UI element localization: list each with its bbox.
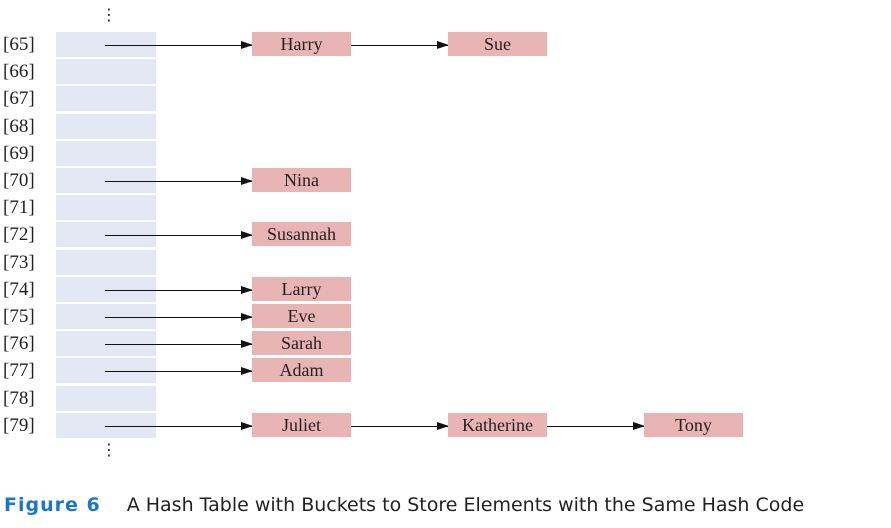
ellipsis-bottom: ⋮ bbox=[101, 440, 117, 459]
bucket-index: [78] bbox=[3, 388, 35, 409]
bucket-index: [69] bbox=[3, 143, 35, 164]
link-arrow bbox=[351, 422, 449, 430]
bucket-cell bbox=[56, 86, 156, 111]
bucket-cell bbox=[56, 222, 156, 247]
bucket-index: [72] bbox=[3, 224, 35, 245]
bucket-index: [76] bbox=[3, 333, 35, 354]
link-arrow bbox=[351, 41, 449, 49]
bucket-cell bbox=[56, 195, 156, 220]
caption-text: A Hash Table with Buckets to Store Eleme… bbox=[126, 494, 805, 516]
link-arrow bbox=[105, 231, 253, 239]
bucket-cell bbox=[56, 413, 156, 438]
bucket-index: [73] bbox=[3, 252, 35, 273]
link-arrow bbox=[105, 422, 253, 430]
link-arrow bbox=[105, 367, 253, 375]
link-arrow bbox=[105, 177, 253, 185]
bucket-cell bbox=[56, 59, 156, 84]
figure-caption: Figure 6 A Hash Table with Buckets to Sto… bbox=[4, 494, 804, 516]
chain-node: Tony bbox=[644, 413, 743, 437]
bucket-index: [79] bbox=[3, 415, 35, 436]
chain-node: Nina bbox=[252, 168, 351, 192]
chain-node: Katherine bbox=[448, 413, 547, 437]
bucket-cell bbox=[56, 358, 156, 383]
chain-node: Sarah bbox=[252, 331, 351, 355]
bucket-cell bbox=[56, 168, 156, 193]
chain-node: Susannah bbox=[252, 222, 351, 246]
figure-label: Figure 6 bbox=[4, 494, 101, 516]
bucket-index: [67] bbox=[3, 88, 35, 109]
bucket-cell bbox=[56, 250, 156, 275]
bucket-index: [70] bbox=[3, 170, 35, 191]
bucket-index: [71] bbox=[3, 197, 35, 218]
bucket-cell bbox=[56, 331, 156, 356]
chain-node: Harry bbox=[252, 32, 351, 56]
bucket-index: [65] bbox=[3, 34, 35, 55]
bucket-cell bbox=[56, 32, 156, 57]
link-arrow bbox=[105, 340, 253, 348]
link-arrow bbox=[105, 286, 253, 294]
bucket-index: [68] bbox=[3, 116, 35, 137]
bucket-index: [66] bbox=[3, 61, 35, 82]
bucket-index: [77] bbox=[3, 360, 35, 381]
chain-node: Adam bbox=[252, 358, 351, 382]
bucket-cell bbox=[56, 386, 156, 411]
link-arrow bbox=[547, 422, 645, 430]
chain-node: Sue bbox=[448, 32, 547, 56]
chain-node: Eve bbox=[252, 304, 351, 328]
chain-node: Juliet bbox=[252, 413, 351, 437]
bucket-cell bbox=[56, 141, 156, 166]
bucket-index: [75] bbox=[3, 306, 35, 327]
bucket-cell bbox=[56, 114, 156, 139]
bucket-cell bbox=[56, 277, 156, 302]
chain-node: Larry bbox=[252, 277, 351, 301]
bucket-cell bbox=[56, 304, 156, 329]
ellipsis-top: ⋮ bbox=[101, 5, 117, 24]
bucket-index: [74] bbox=[3, 279, 35, 300]
link-arrow bbox=[105, 313, 253, 321]
link-arrow bbox=[105, 41, 253, 49]
